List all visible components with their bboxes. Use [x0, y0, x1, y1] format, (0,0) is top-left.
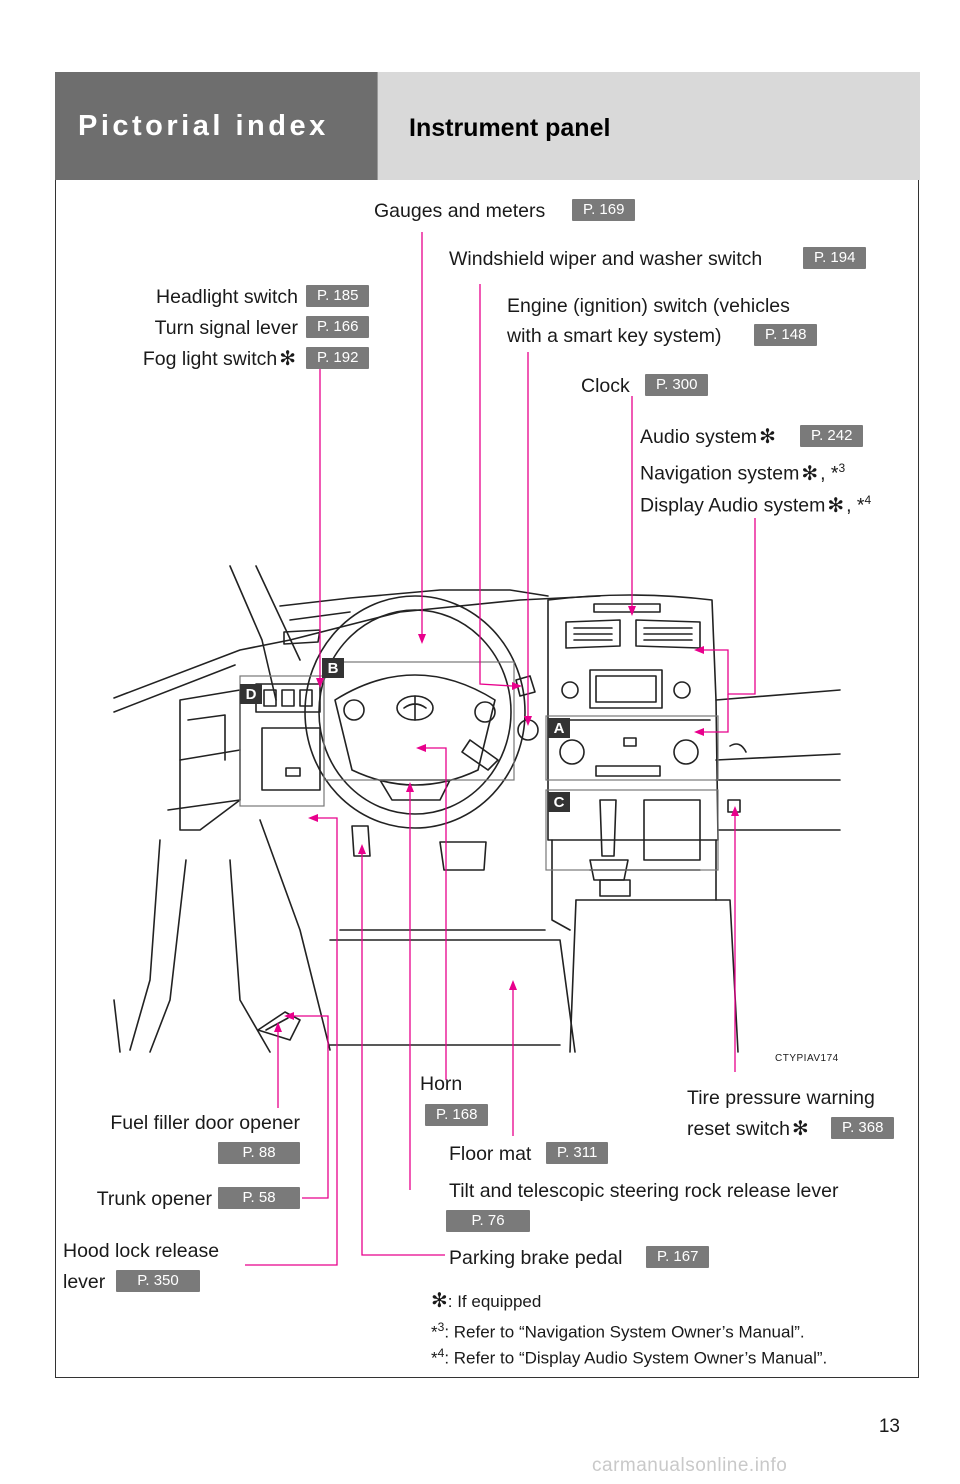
- equipped-star-icon: ✻: [801, 462, 819, 485]
- leader-arrowheads: [274, 606, 739, 1032]
- section-title: Pictorial index: [78, 110, 329, 142]
- area-badges: B D A C: [240, 658, 570, 812]
- page-ref-audio[interactable]: P. 242: [800, 425, 864, 447]
- tire-line2-text: reset switch: [687, 1118, 790, 1140]
- equipped-star-icon: ✻: [279, 348, 296, 370]
- area-c-box: [545, 789, 719, 871]
- label-clock: Clock: [581, 375, 630, 397]
- label-trunk-opener: Trunk opener: [96, 1188, 212, 1210]
- label-floor-mat: Floor mat: [449, 1143, 532, 1165]
- page-ref-engine[interactable]: P. 148: [754, 324, 818, 346]
- page-ref-parking-brake[interactable]: P. 167: [646, 1246, 710, 1268]
- page-ref-fuel-filler[interactable]: P. 88: [218, 1142, 300, 1164]
- watermark: carmanualsonline.info: [592, 1455, 788, 1476]
- navigation-text: Navigation system: [640, 462, 800, 485]
- page-number: 13: [878, 1416, 900, 1437]
- footnote-equipped-text: : If equipped: [447, 1292, 542, 1311]
- label-fuel-filler: Fuel filler door opener: [110, 1112, 300, 1134]
- area-badge-a: [548, 718, 570, 738]
- area-badge-b: [322, 658, 344, 678]
- page-ref-horn[interactable]: P. 168: [425, 1104, 489, 1126]
- label-wiper: Windshield wiper and washer switch: [449, 248, 763, 270]
- equipped-star-icon: ✻: [759, 426, 776, 448]
- footnote-nav-mark: 3: [437, 1320, 445, 1334]
- page-ref-fog-light[interactable]: P. 192: [306, 347, 370, 369]
- page-ref-trunk-opener[interactable]: P. 58: [218, 1187, 300, 1209]
- page-ref-gauges[interactable]: P. 169: [572, 199, 636, 221]
- label-gauges: Gauges and meters: [374, 200, 546, 222]
- area-badge-c-letter: C: [554, 794, 565, 811]
- label-tilt-steering: Tilt and telescopic steering rock releas…: [449, 1180, 839, 1202]
- footnote-navigation: *3: Refer to “Navigation System Owner’s …: [431, 1320, 805, 1342]
- footnote-display-mark: 4: [437, 1346, 445, 1360]
- audio-text: Audio system: [640, 426, 758, 448]
- label-hood-line2: lever: [63, 1271, 106, 1293]
- label-navigation: Navigation system✻, *3: [640, 461, 846, 485]
- page-ref-clock[interactable]: P. 300: [645, 374, 709, 396]
- footnote-equipped: ✻: If equipped: [431, 1290, 541, 1313]
- page-ref-wiper[interactable]: P. 194: [803, 247, 867, 269]
- footnote-display-audio: *4: Refer to “Display Audio System Owner…: [431, 1346, 828, 1368]
- label-display-audio: Display Audio system✻, *4: [640, 493, 872, 517]
- label-parking-brake: Parking brake pedal: [449, 1247, 623, 1269]
- label-engine-line2: with a smart key system): [507, 325, 722, 347]
- area-a-box: [545, 715, 719, 781]
- label-tire-line1: Tire pressure warning: [687, 1087, 875, 1109]
- display-audio-note-mark: 4: [864, 493, 872, 507]
- header-section-tab: [55, 72, 377, 180]
- page-title: Instrument panel: [409, 114, 611, 142]
- area-highlights: [239, 661, 719, 871]
- footnote-navigation-text: : Refer to “Navigation System Owner’s Ma…: [444, 1322, 805, 1342]
- label-horn: Horn: [420, 1073, 463, 1095]
- leader-lines: [245, 232, 756, 1266]
- nav-note-mark: 3: [838, 461, 846, 475]
- area-b-box: [323, 661, 515, 781]
- label-hood-line1: Hood lock release: [63, 1240, 220, 1262]
- label-turn-signal: Turn signal lever: [154, 317, 298, 339]
- label-audio: Audio system✻: [640, 425, 778, 449]
- area-badge-b-letter: B: [328, 660, 339, 677]
- area-badge-a-letter: A: [554, 720, 565, 737]
- page-ref-tire[interactable]: P. 368: [831, 1117, 895, 1139]
- page-ref-floor-mat[interactable]: P. 311: [546, 1142, 609, 1164]
- label-headlight: Headlight switch: [156, 286, 298, 308]
- display-audio-text: Display Audio system: [640, 494, 826, 517]
- area-badge-d-letter: D: [246, 686, 257, 703]
- equipped-star-icon: ✻: [827, 494, 845, 517]
- footnote-display-audio-text: : Refer to “Display Audio System Owner’s…: [444, 1348, 828, 1368]
- illustration-code: CTYPIAV174: [775, 1053, 839, 1064]
- page-ref-turn-signal[interactable]: P. 166: [306, 316, 370, 338]
- label-engine-line1: Engine (ignition) switch (vehicles: [507, 295, 790, 317]
- equipped-star-icon: ✻: [431, 1290, 448, 1312]
- equipped-star-icon: ✻: [791, 1118, 809, 1140]
- page-ref-headlight[interactable]: P. 185: [306, 285, 370, 307]
- area-badge-c: [548, 792, 570, 812]
- page-ref-tilt-steering[interactable]: P. 76: [446, 1210, 530, 1232]
- header-title-band: [377, 72, 920, 180]
- dashboard-drawing: [113, 565, 841, 1053]
- label-fog-light: Fog light switch✻: [143, 347, 298, 371]
- fog-light-text: Fog light switch: [142, 348, 278, 370]
- area-badge-d: [240, 684, 262, 704]
- page-ref-hood-lock[interactable]: P. 350: [116, 1270, 200, 1292]
- label-tire-line2: reset switch✻: [687, 1117, 811, 1141]
